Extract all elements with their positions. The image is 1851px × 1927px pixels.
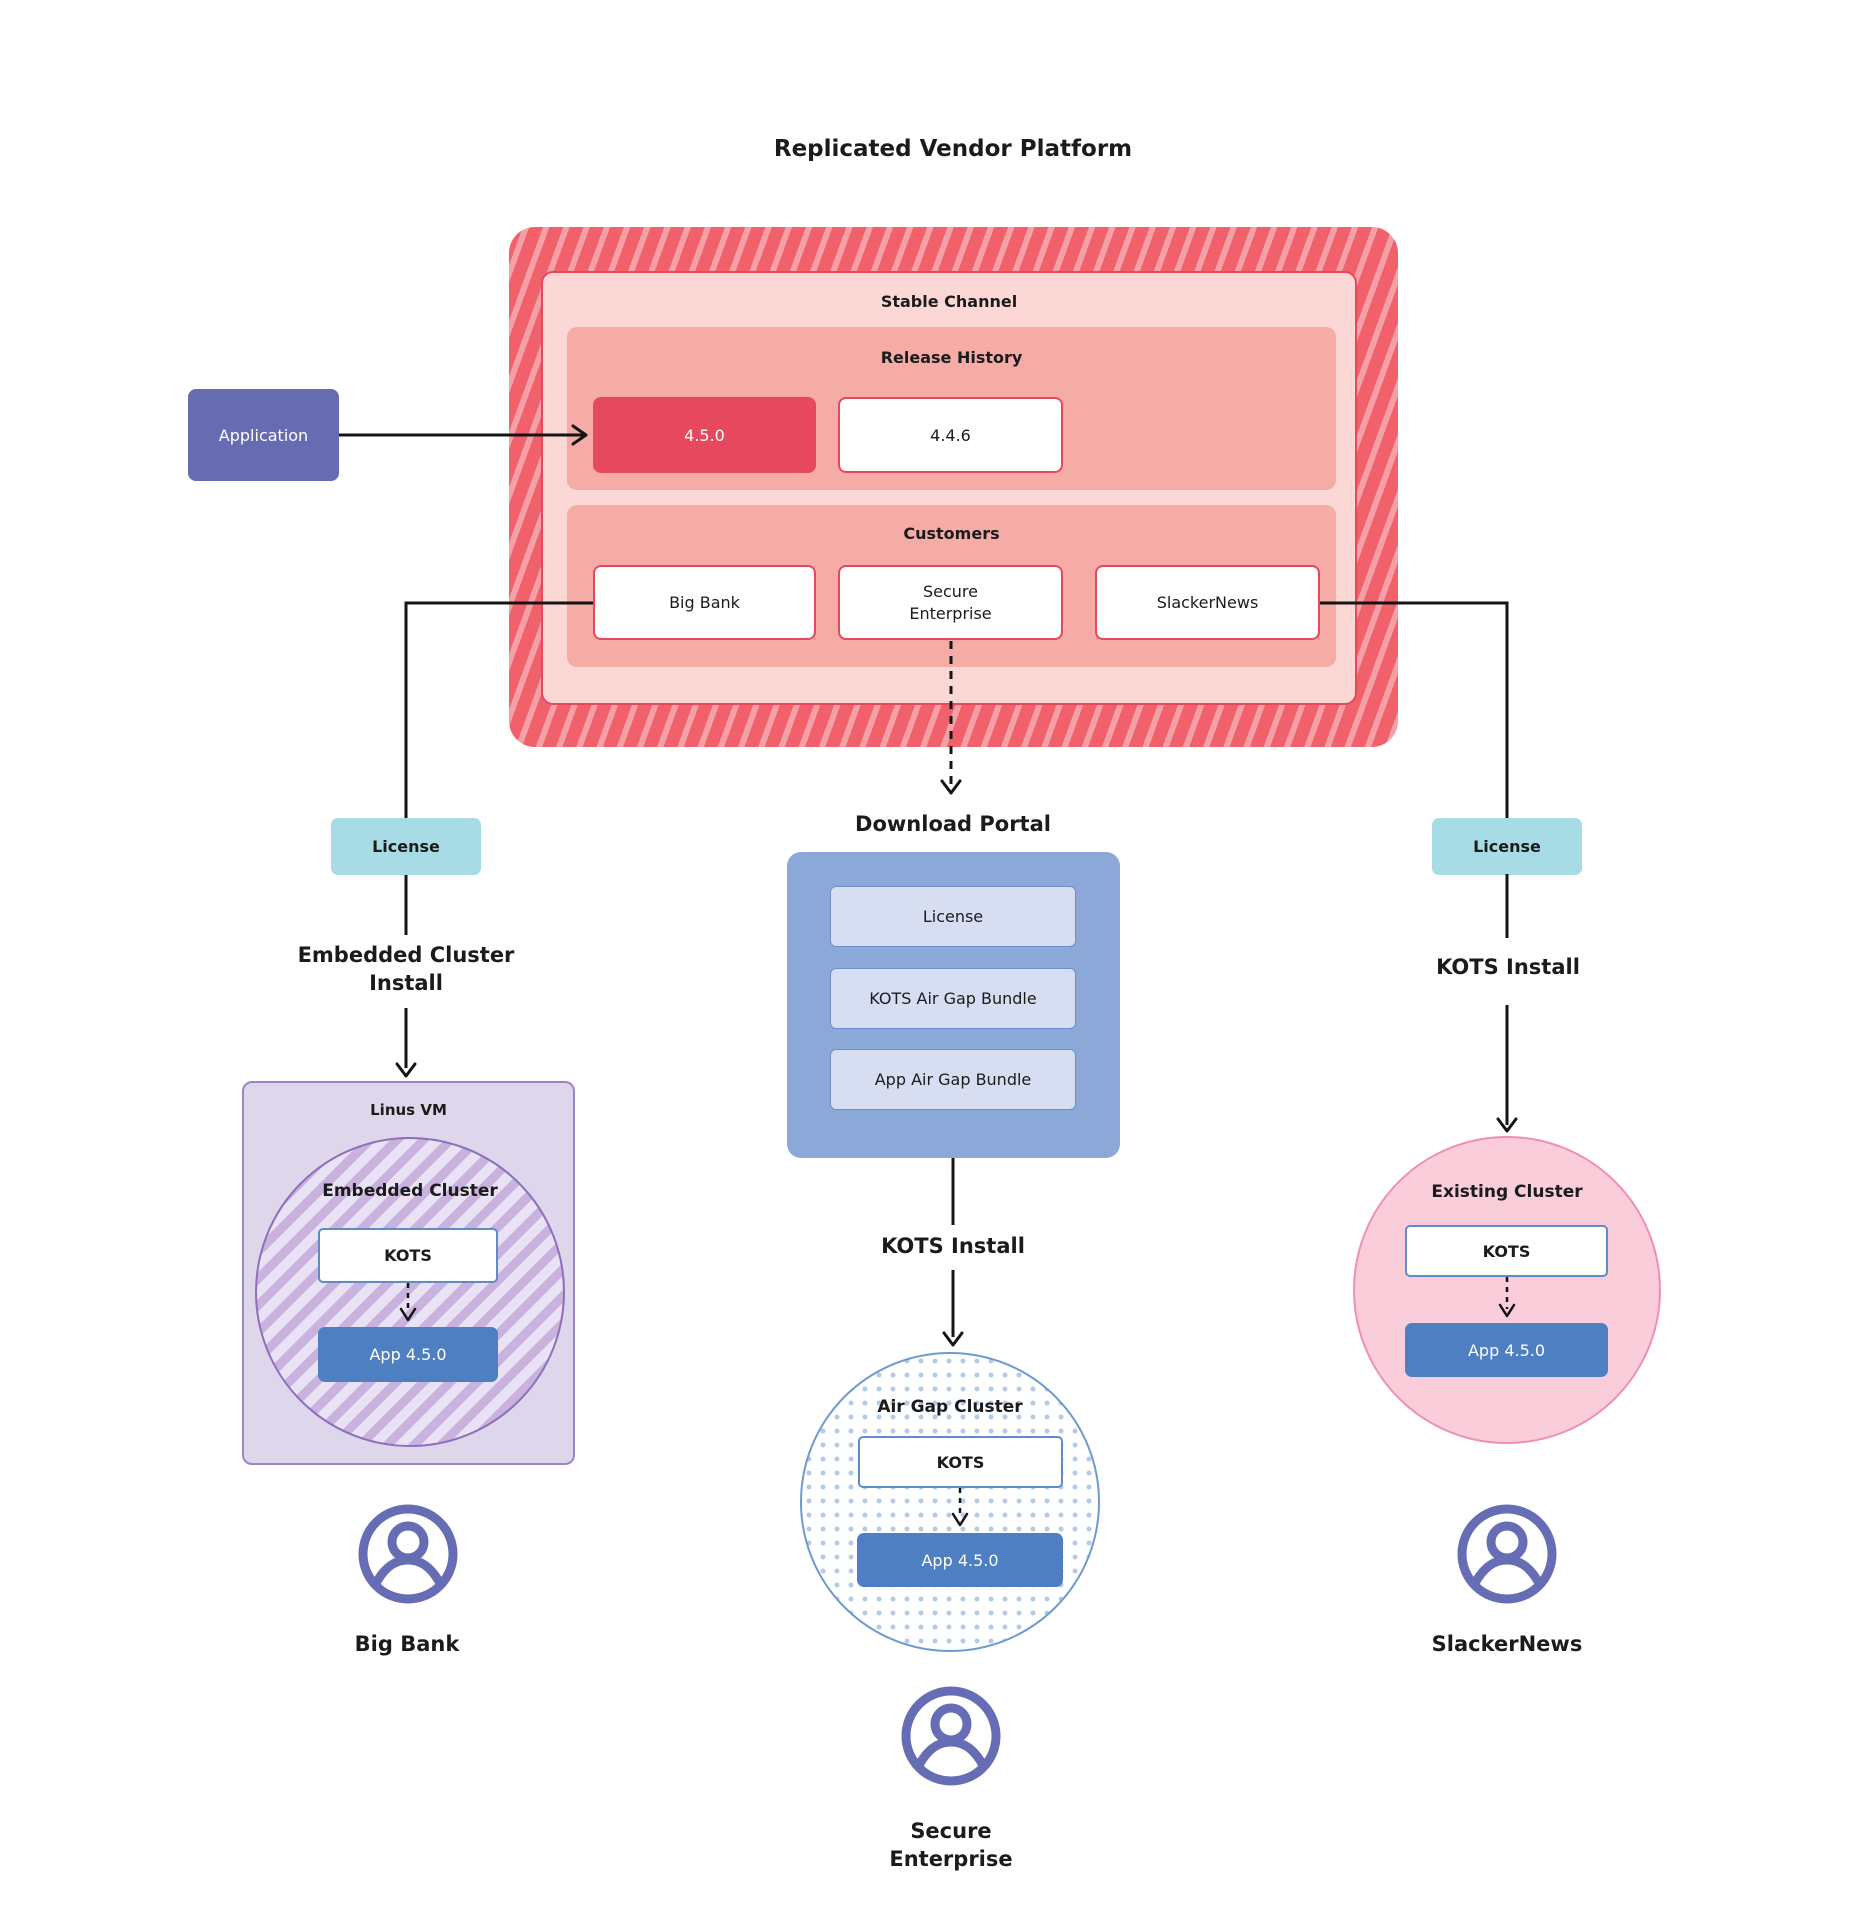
- user-icon-secure-enterprise: [901, 1686, 1001, 1786]
- portal-item-app-airgap-bundle: App Air Gap Bundle: [830, 1049, 1076, 1110]
- existing-cluster-label: Existing Cluster: [1431, 1182, 1583, 1202]
- release-history-label: Release History: [880, 347, 1023, 367]
- app-box-middle: App 4.5.0: [857, 1533, 1063, 1587]
- user-label-secure-enterprise: Secure Enterprise: [889, 1818, 1013, 1871]
- app-box-right: App 4.5.0: [1405, 1323, 1608, 1377]
- application-box: Application: [188, 389, 339, 481]
- release-version-previous: 4.4.6: [838, 397, 1063, 473]
- license-box-right: License: [1432, 818, 1582, 875]
- user-icon-slackernews: [1457, 1504, 1557, 1604]
- kots-install-label-right: KOTS Install: [1436, 954, 1580, 979]
- kots-box-right: KOTS: [1405, 1225, 1608, 1277]
- kots-box-left: KOTS: [318, 1228, 498, 1283]
- application-label: Application: [218, 425, 309, 445]
- download-portal-title: Download Portal: [855, 811, 1051, 836]
- diagram-title: Replicated Vendor Platform: [773, 136, 1133, 162]
- embedded-cluster-label: Embedded Cluster: [322, 1181, 498, 1201]
- air-gap-cluster-circle: [800, 1352, 1100, 1652]
- app-box-left: App 4.5.0: [318, 1327, 498, 1382]
- customer-slackernews: SlackerNews: [1095, 565, 1320, 640]
- user-label-big-bank: Big Bank: [354, 1631, 460, 1656]
- portal-item-kots-airgap-bundle: KOTS Air Gap Bundle: [830, 968, 1076, 1029]
- customers-label: Customers: [903, 523, 1000, 543]
- customer-secure-enterprise: Secure Enterprise: [838, 565, 1063, 640]
- kots-install-label-middle: KOTS Install: [881, 1233, 1025, 1258]
- stable-channel-label: Stable Channel: [880, 291, 1018, 311]
- embedded-cluster-install-label: Embedded Cluster Install: [297, 942, 515, 995]
- license-box-left: License: [331, 818, 481, 875]
- kots-box-middle: KOTS: [858, 1436, 1063, 1488]
- portal-item-license: License: [830, 886, 1076, 947]
- release-version-current: 4.5.0: [593, 397, 816, 473]
- embedded-cluster-circle: [255, 1137, 565, 1447]
- customer-big-bank: Big Bank: [593, 565, 816, 640]
- linus-vm-label: Linus VM: [370, 1101, 447, 1119]
- user-label-slackernews: SlackerNews: [1431, 1631, 1583, 1656]
- user-icon-big-bank: [358, 1504, 458, 1604]
- air-gap-cluster-label: Air Gap Cluster: [877, 1397, 1023, 1417]
